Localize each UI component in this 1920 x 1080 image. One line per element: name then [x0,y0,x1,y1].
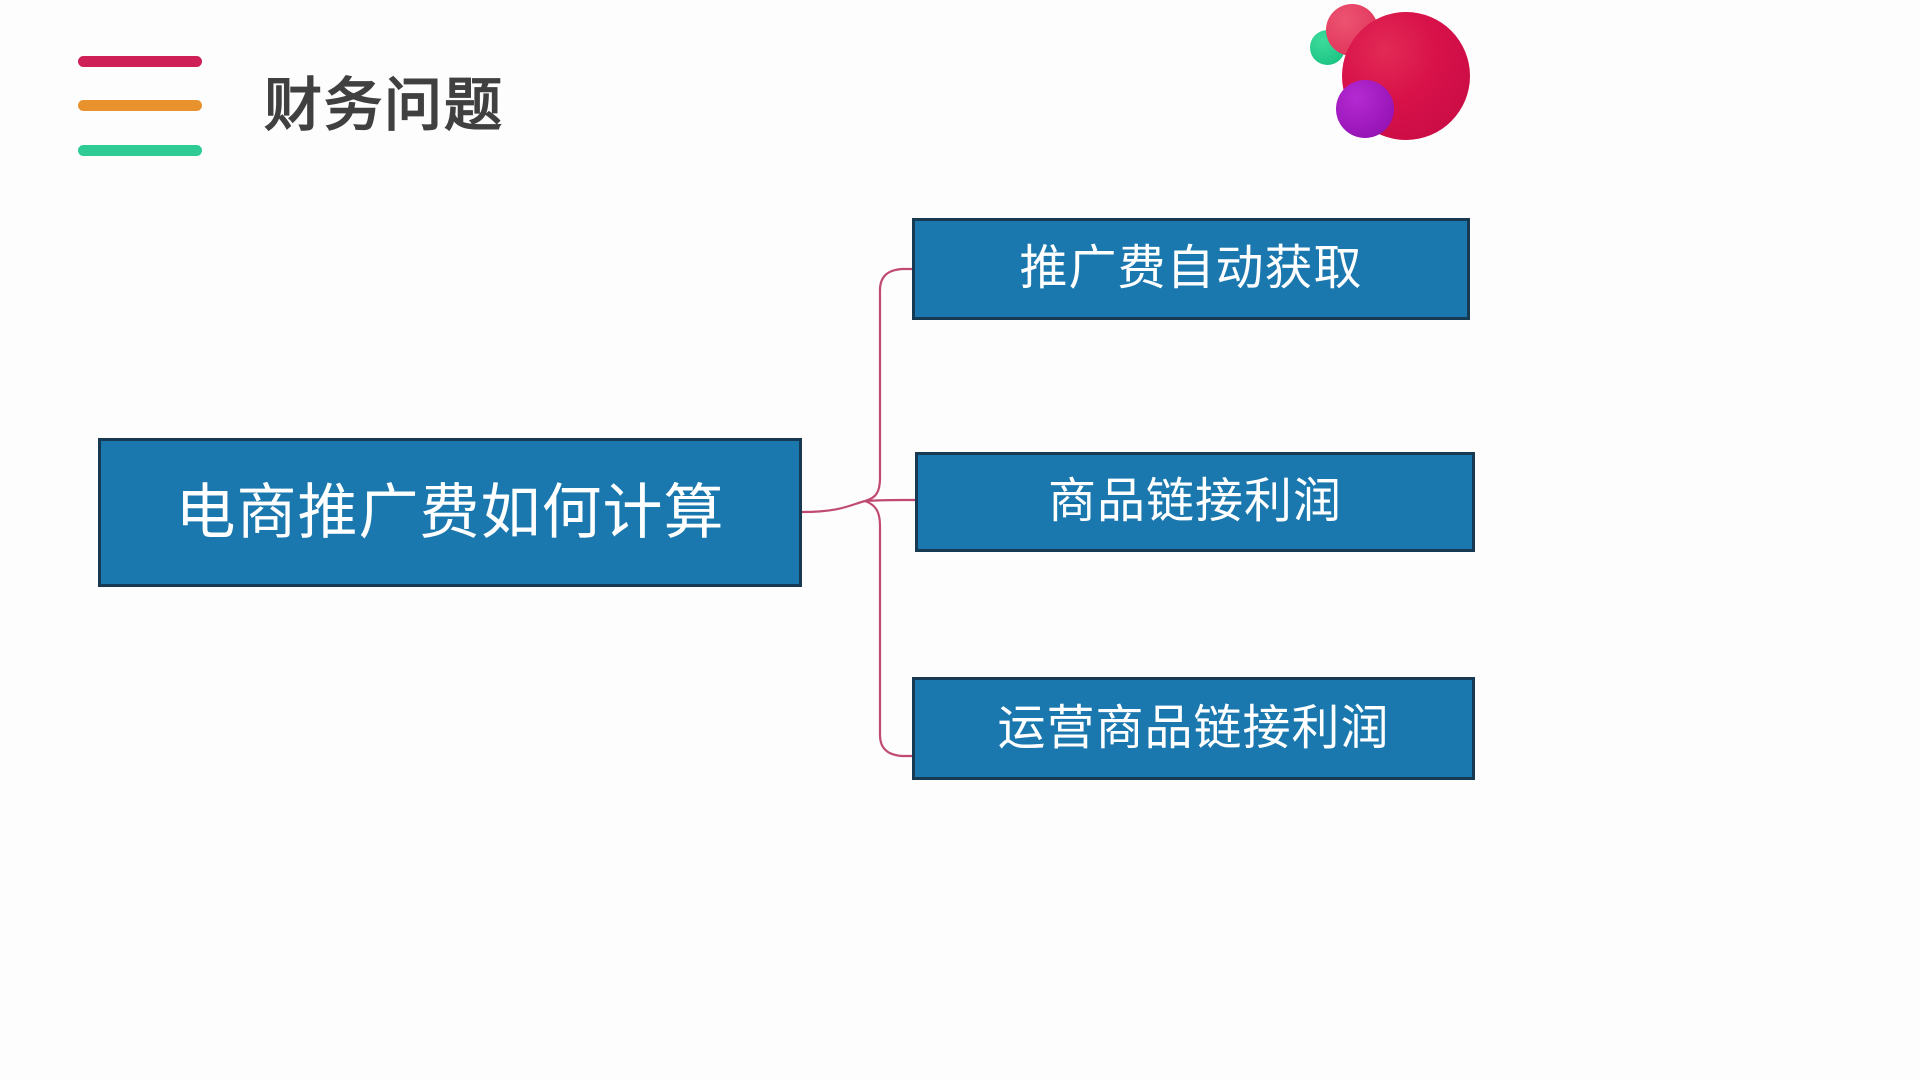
mindmap-child-node-1-label: 推广费自动获取 [1019,242,1363,295]
hamburger-bar-crimson-icon [78,56,202,67]
mindmap-root-node-label: 电商推广费如何计算 [175,478,725,546]
connector-branch-bottom [864,499,912,758]
mindmap-child-node-1[interactable]: 推广费自动获取 [912,218,1470,320]
connector-branch-top [864,267,912,503]
hamburger-bar-orange-icon [78,100,202,111]
page-title: 财务问题 [264,73,505,138]
mindmap-root-node[interactable]: 电商推广费如何计算 [98,438,802,587]
logo-bubble-purple-icon [1336,80,1394,138]
hamburger-bar-teal-icon [78,145,202,156]
hamburger-menu-icon[interactable] [78,56,202,156]
slide-header: 财务问题 [0,0,1920,180]
connector-root-stub [801,499,866,514]
connector-branch-middle [864,498,915,503]
brand-logo [1300,0,1500,160]
mindmap-child-node-2-label: 商品链接利润 [1047,475,1342,528]
mindmap-child-node-2[interactable]: 商品链接利润 [915,452,1475,552]
mindmap-child-node-3-label: 运营商品链接利润 [997,701,1390,755]
mindmap-child-node-3[interactable]: 运营商品链接利润 [912,677,1475,780]
